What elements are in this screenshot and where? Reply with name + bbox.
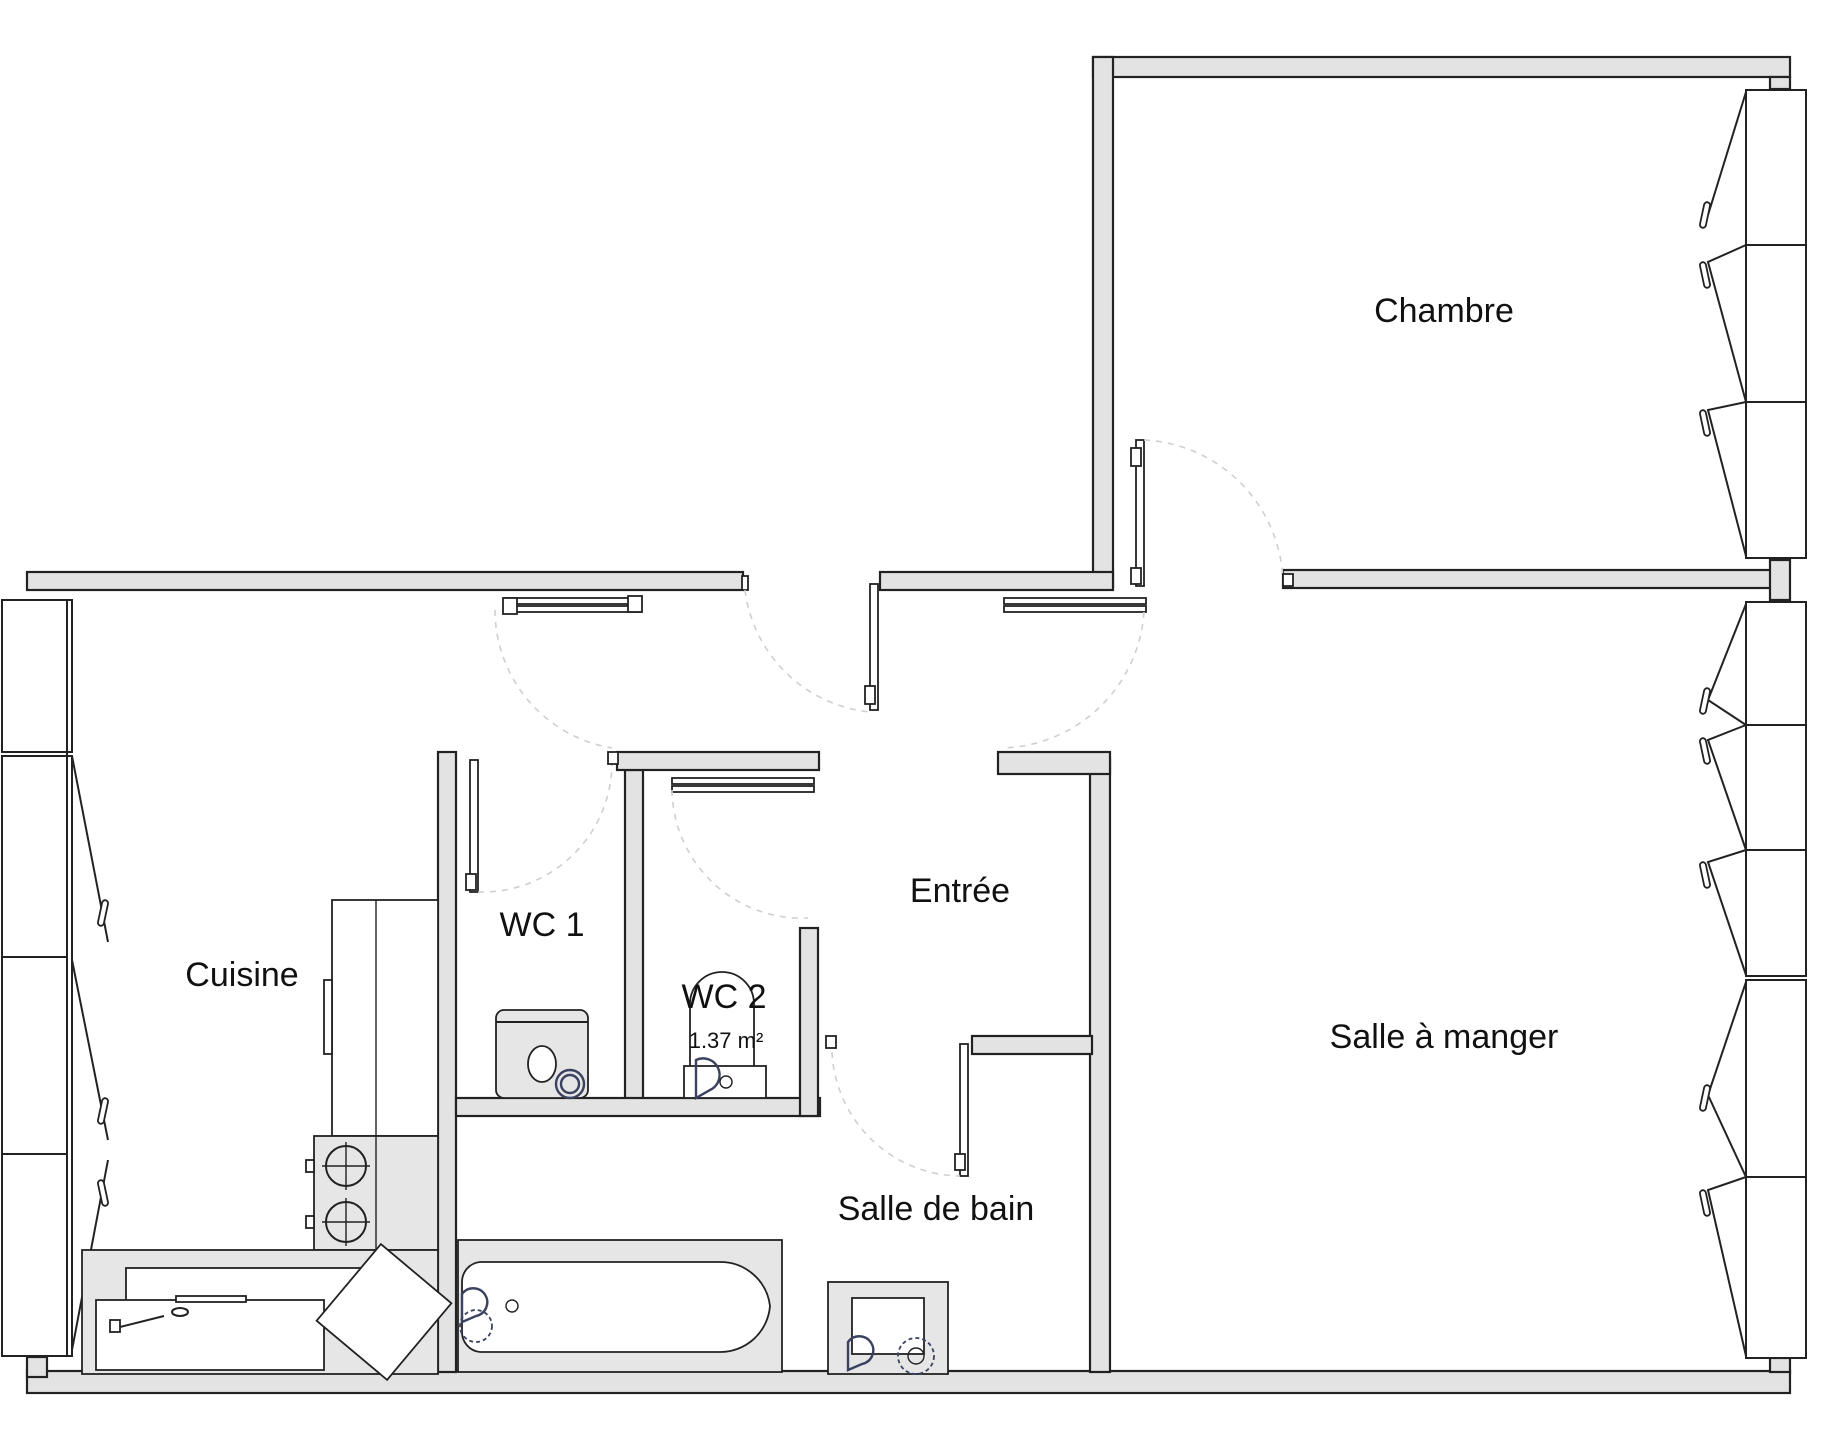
room-label-wc2: WC 2 bbox=[682, 978, 767, 1016]
wall-left-corner bbox=[25, 1355, 49, 1379]
door-kitchen-slider bbox=[504, 597, 641, 605]
room-label-cuisine: Cuisine bbox=[185, 956, 298, 994]
wall-right-post-bottom bbox=[1768, 1356, 1792, 1374]
window-sam-lower bbox=[1745, 979, 1807, 1359]
window-sam-upper bbox=[1745, 601, 1807, 977]
wall-wc1-left bbox=[436, 750, 458, 1374]
bathroom-fixtures bbox=[457, 1239, 949, 1375]
wall-entree-right bbox=[1088, 756, 1112, 1374]
door-wc2-slider bbox=[671, 777, 815, 785]
room-label-wc1: WC 1 bbox=[500, 906, 585, 944]
door-entree-slider bbox=[1003, 597, 1147, 605]
room-label-salle-a-manger: Salle à manger bbox=[1330, 1018, 1559, 1056]
windows bbox=[1, 89, 1807, 1359]
wall-right-post-top bbox=[1768, 75, 1792, 91]
toilet-wc1 bbox=[495, 1009, 589, 1100]
wall-chambre-left bbox=[1091, 55, 1115, 589]
room-label-salle-de-bain: Salle de bain bbox=[838, 1190, 1035, 1228]
wall-right-stub-mid bbox=[1768, 558, 1792, 602]
doors bbox=[465, 439, 1294, 1177]
toilet-icon bbox=[689, 971, 755, 1076]
window-kitchen-upper bbox=[1, 599, 73, 753]
room-label-chambre: Chambre bbox=[1374, 292, 1514, 330]
kitchen-furniture bbox=[81, 899, 453, 1382]
wall-wc-top bbox=[615, 750, 821, 772]
window-kitchen-lower bbox=[1, 755, 73, 1357]
window-chambre bbox=[1745, 89, 1807, 559]
door-chambre bbox=[1135, 439, 1145, 587]
wall-entree-stub bbox=[996, 750, 1112, 776]
toilet-wc2 bbox=[683, 971, 767, 1101]
dishwasher-open bbox=[315, 1242, 453, 1382]
wall-wc-bottom bbox=[454, 1096, 822, 1118]
wall-lower-top-left bbox=[25, 570, 745, 592]
room-area-wc2: 1.37 m² bbox=[689, 1028, 764, 1053]
wc2-sink bbox=[683, 1065, 767, 1099]
wall-lower-top-middle bbox=[878, 570, 1115, 592]
water-point-icon bbox=[554, 1068, 586, 1100]
wall-wc1-wc2 bbox=[623, 768, 645, 1102]
room-labels: Chambre Entrée Cuisine WC 1 WC 2 1.37 m²… bbox=[185, 292, 1558, 1228]
kitchen-tall-cabinet bbox=[331, 899, 439, 1137]
room-label-entree: Entrée bbox=[910, 872, 1010, 910]
door-wc1 bbox=[469, 759, 479, 893]
door-salle-de-bain bbox=[959, 1043, 969, 1177]
wall-chambre-sam bbox=[1281, 568, 1790, 590]
door-entree-top bbox=[869, 583, 879, 711]
wall-wc2-right bbox=[798, 926, 820, 1118]
wall-sdb-top bbox=[970, 1034, 1094, 1056]
stove-icon bbox=[305, 1142, 370, 1246]
wall-chambre-top bbox=[1091, 55, 1792, 79]
